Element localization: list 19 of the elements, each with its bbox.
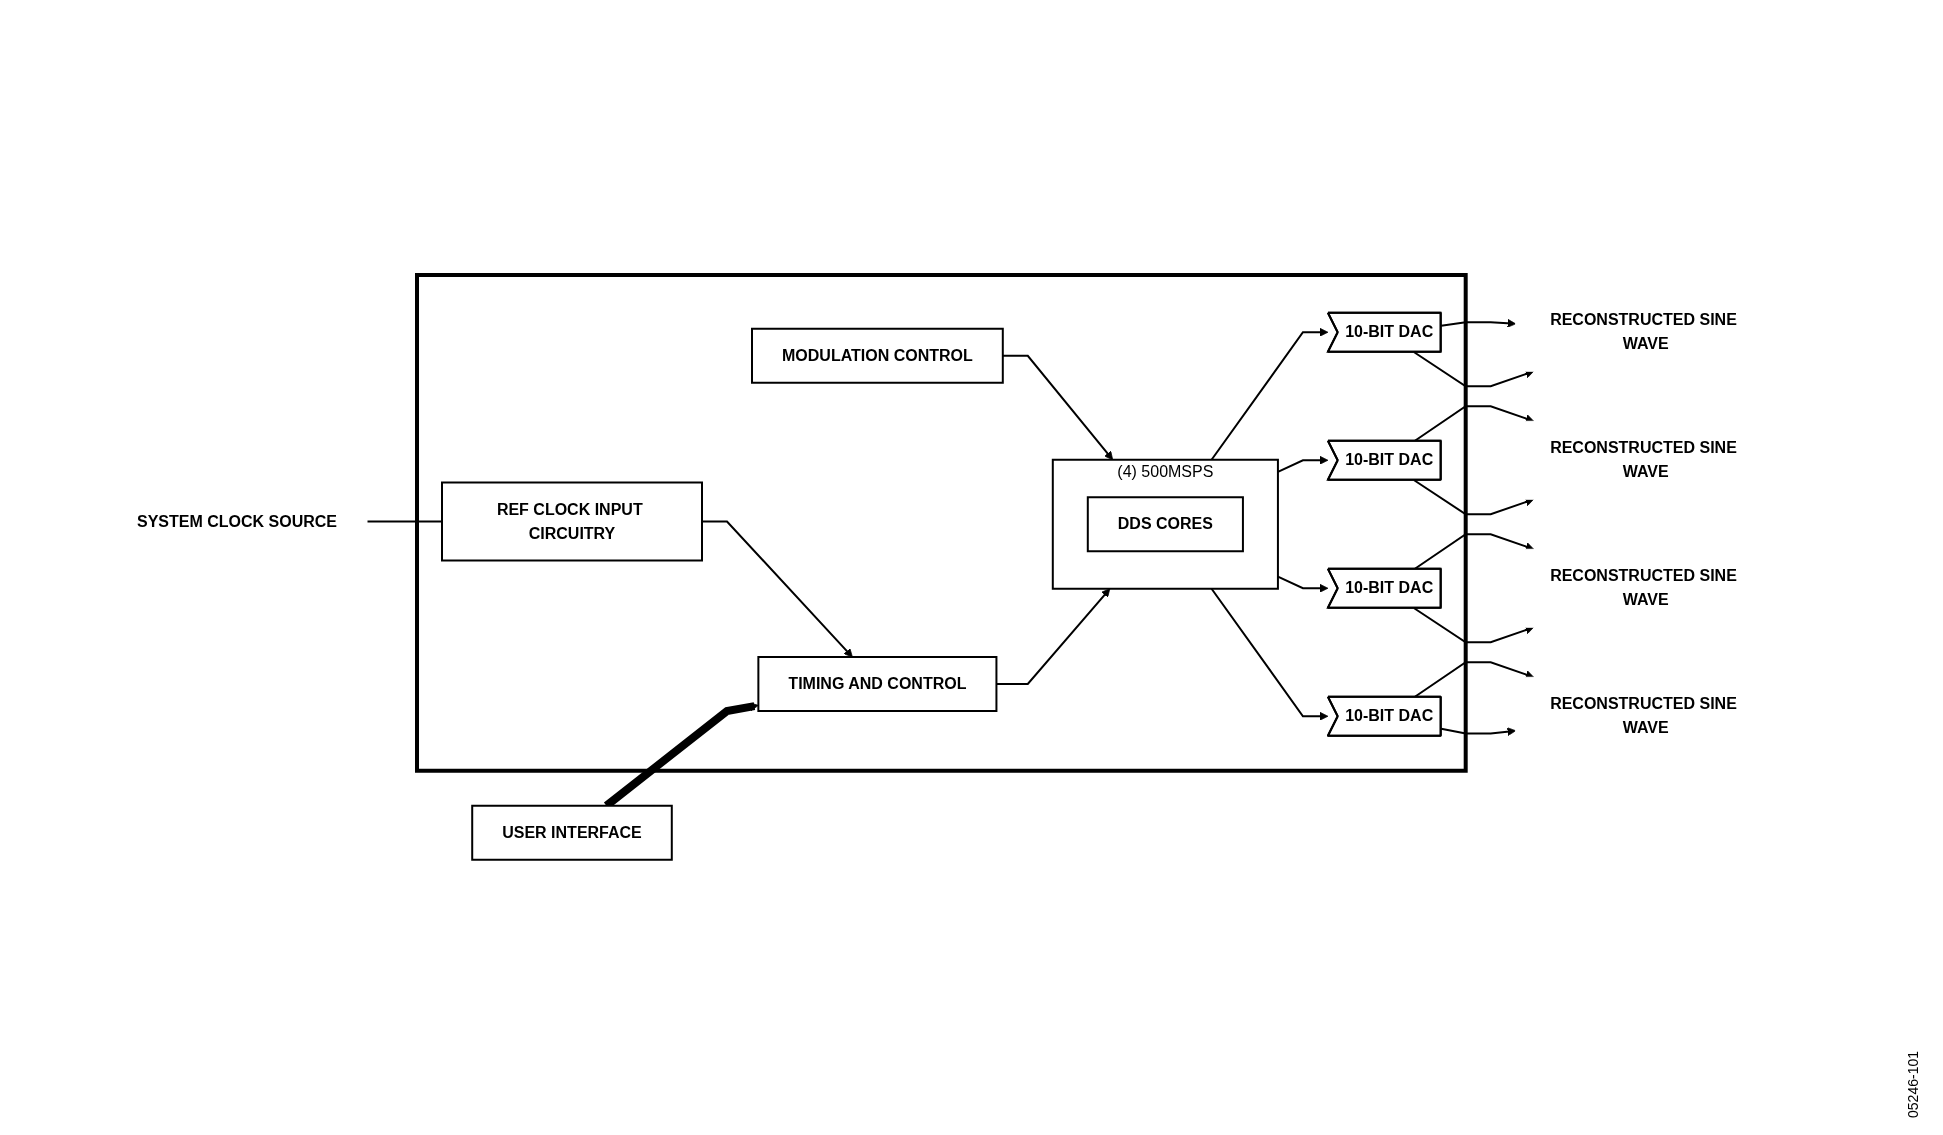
arrow	[1440, 319, 1517, 328]
node-box: DDS CORES	[1086, 496, 1245, 553]
node-box: USER INTERFACE	[471, 804, 673, 861]
node-box: MODULATION CONTROL	[751, 327, 1004, 384]
node-text: SYSTEM CLOCK SOURCE	[137, 512, 338, 530]
node-text: RECONSTRUCTED SINE WAVE	[1550, 695, 1737, 737]
cluster	[415, 273, 1468, 773]
arrow	[1210, 587, 1329, 721]
arrow	[1210, 328, 1329, 461]
figure-number: 05246-101	[1905, 1050, 1921, 1118]
node-text: RECONSTRUCTED SINE WAVE	[1550, 567, 1737, 609]
arrow	[1440, 727, 1517, 737]
node-box: TIMING AND CONTROL	[757, 656, 998, 713]
node-text: RECONSTRUCTED SINE WAVE	[1550, 439, 1737, 481]
node-text: RECONSTRUCTED SINE WAVE	[1550, 311, 1737, 353]
arrow	[1413, 351, 1535, 388]
arrow	[1413, 607, 1535, 644]
node-box: REF CLOCK INPUT CIRCUITRY	[441, 481, 704, 562]
arrow	[1413, 479, 1535, 516]
